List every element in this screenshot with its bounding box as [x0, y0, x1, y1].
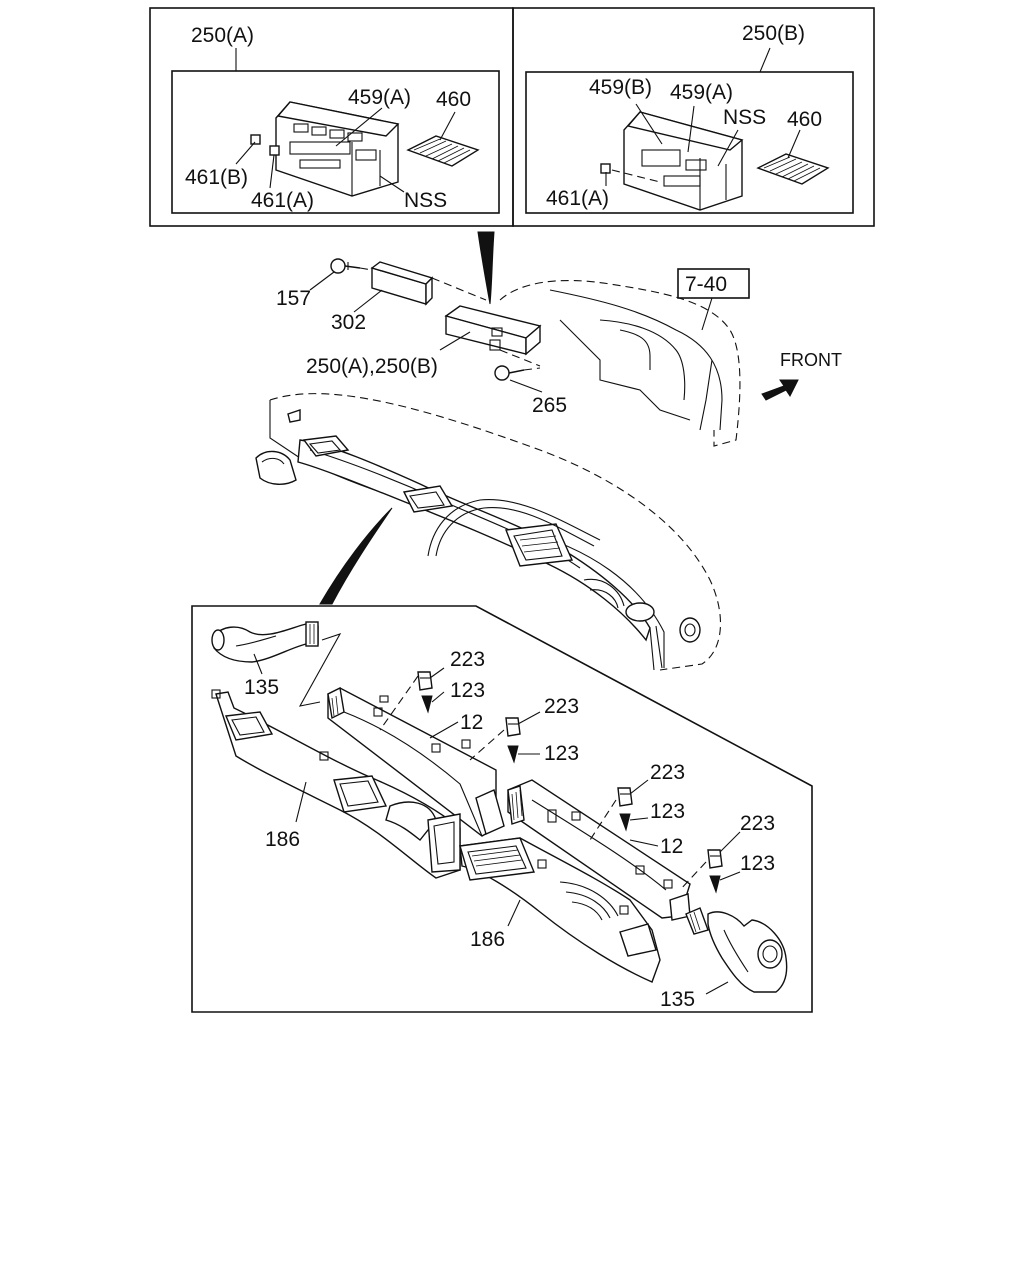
dashboard-lower-outline — [269, 393, 721, 671]
label-461a-a: 461(A) — [251, 189, 314, 212]
duct-12-lower — [507, 779, 691, 921]
label-12-upper: 12 — [460, 711, 483, 734]
label-nss-b: NSS — [723, 106, 766, 129]
label-302: 302 — [331, 311, 366, 334]
label-250b: 250(B) — [742, 22, 805, 45]
label-123-4: 123 — [740, 852, 775, 875]
label-186-right: 186 — [470, 928, 505, 951]
knob-461b-a — [250, 134, 261, 145]
connector-460-b — [756, 153, 830, 185]
control-unit-250-installed — [444, 305, 542, 356]
front-arrow-icon — [761, 379, 799, 401]
knob-461a-b — [600, 163, 611, 174]
label-223-3: 223 — [650, 761, 685, 784]
detail-box-frame — [191, 605, 813, 1013]
label-460-b: 460 — [787, 108, 822, 131]
instrument-panel-outline — [499, 279, 741, 447]
label-461b-a: 461(B) — [185, 166, 248, 189]
label-12-lower: 12 — [660, 835, 683, 858]
screw-123-4 — [709, 875, 721, 894]
inset-250b: 250(B) 459(B) 459(A) NSS 460 461(A) — [512, 7, 875, 227]
inset-250b-inner — [525, 71, 854, 214]
label-135-bottom: 135 — [660, 988, 695, 1011]
label-223-2: 223 — [544, 695, 579, 718]
label-7-40: 7-40 — [685, 273, 727, 296]
duct-186-left — [211, 689, 461, 879]
dashboard-assembly: 7-40 1 — [255, 258, 842, 671]
label-250ab: 250(A),250(B) — [306, 355, 438, 378]
label-123-2: 123 — [544, 742, 579, 765]
label-223-4: 223 — [740, 812, 775, 835]
label-459a-b: 459(A) — [670, 81, 733, 104]
label-459b-b: 459(B) — [589, 76, 652, 99]
screw-123-1 — [421, 695, 433, 714]
inset-250a-inner — [171, 70, 500, 214]
label-123-3: 123 — [650, 800, 685, 823]
duct-detail-box: 135 223 123 12 223 123 186 223 123 12 22… — [191, 605, 813, 1013]
clip-223-2 — [505, 717, 521, 737]
duct-186-right — [459, 837, 661, 983]
label-front: FRONT — [780, 350, 842, 370]
inset-250b-frame — [512, 7, 875, 227]
screw-123-3 — [619, 813, 631, 832]
connector-460-a — [406, 135, 480, 167]
label-461a-b: 461(A) — [546, 187, 609, 210]
bolt-265 — [494, 365, 525, 381]
knob-461a-a — [269, 145, 280, 156]
duct-135-right — [685, 907, 788, 993]
label-123-1: 123 — [450, 679, 485, 702]
clip-223-4 — [707, 849, 723, 869]
control-panel-b — [623, 111, 744, 211]
inset-250a: 250(A) 459(A) 460 461(B) 461(A) NSS — [149, 7, 514, 227]
label-265: 265 — [532, 394, 567, 417]
label-460-a: 460 — [436, 88, 471, 111]
label-250a: 250(A) — [191, 24, 254, 47]
control-panel-a — [275, 101, 400, 197]
bolt-157 — [330, 258, 361, 274]
screw-123-2 — [507, 745, 519, 764]
duct-12-upper — [327, 686, 505, 837]
duct-135-left — [211, 621, 319, 663]
label-135-top: 135 — [244, 676, 279, 699]
callout-wedge-top — [477, 231, 495, 305]
bracket-302 — [370, 261, 434, 306]
callout-wedge-bottom — [319, 507, 393, 605]
label-459a-a: 459(A) — [348, 86, 411, 109]
ref-box-7-40 — [677, 268, 750, 299]
label-186-left: 186 — [265, 828, 300, 851]
clip-223-3 — [617, 787, 633, 807]
label-157: 157 — [276, 287, 311, 310]
label-nss-a: NSS — [404, 189, 447, 212]
label-223-1: 223 — [450, 648, 485, 671]
clip-223-1 — [417, 671, 433, 691]
